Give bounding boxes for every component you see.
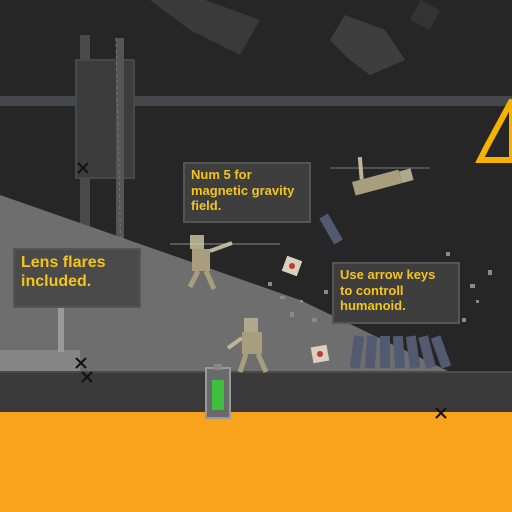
light-cone [0, 195, 450, 372]
gas-canister-row[interactable] [349, 335, 452, 369]
tooltip-arrow-keys: Use arrow keys to controll humanoid. [332, 262, 460, 324]
battery-icon[interactable] [205, 364, 231, 419]
light-ledge [0, 350, 80, 372]
tooltip-lens-flares: Lens flares included. [13, 248, 141, 308]
warning-triangle-icon [475, 98, 512, 163]
ledge-post [58, 300, 64, 352]
floor [0, 372, 512, 412]
light-beam [0, 96, 512, 106]
x-marker-icon [75, 162, 447, 419]
humanoid-ragdoll[interactable] [226, 318, 269, 374]
ceiling-debris [150, 0, 440, 75]
humanoid-ragdoll[interactable] [187, 235, 233, 291]
left-structure [75, 35, 135, 391]
gas-canister[interactable] [319, 213, 343, 245]
lava-pool [0, 412, 512, 512]
tooltip-gravity-field: Num 5 for magnetic gravity field. [183, 162, 311, 223]
explosive-crate[interactable] [281, 255, 330, 364]
